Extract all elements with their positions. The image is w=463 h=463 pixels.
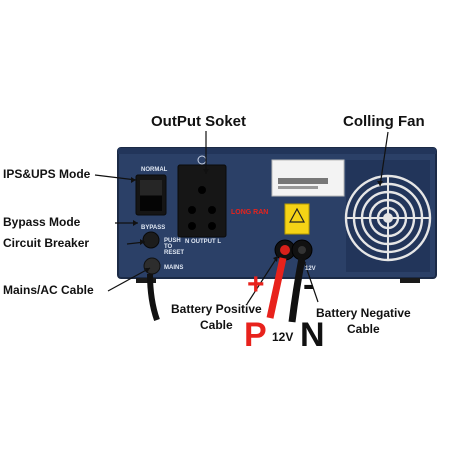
voltage-label: 12V: [272, 330, 294, 344]
output-socket-label: OutPut Soket: [151, 113, 247, 130]
bypass-mode-label: Bypass Mode: [3, 215, 81, 229]
panel-bypass-text: BYPASS: [141, 225, 166, 231]
positive-sign: +: [247, 268, 265, 301]
ips-ups-mode-label: IPS&UPS Mode: [3, 167, 91, 181]
panel-push-to-reset-text: PUSH TO RESET: [164, 238, 185, 256]
panel-output-text: N OUTPUT L: [185, 239, 221, 245]
mains-ac-cable-label: Mains/AC Cable: [3, 283, 94, 297]
panel-brand-text: LONG RAN: [231, 209, 269, 216]
circuit-breaker-label: Circuit Breaker: [3, 236, 90, 250]
panel-battery-text: 12V: [305, 266, 316, 272]
n-marker: N: [300, 316, 325, 354]
panel-normal-text: NORMAL: [141, 167, 168, 173]
p-marker: P: [244, 316, 267, 354]
negative-sign: -: [303, 266, 315, 304]
cooling-fan-label: Colling Fan: [343, 113, 425, 130]
battery-negative-cable-label: Battery Negative Cable: [316, 306, 411, 336]
battery-positive-cable-label: Battery Positive Cable: [171, 302, 262, 332]
panel-mains-text: MAINS: [164, 265, 184, 271]
